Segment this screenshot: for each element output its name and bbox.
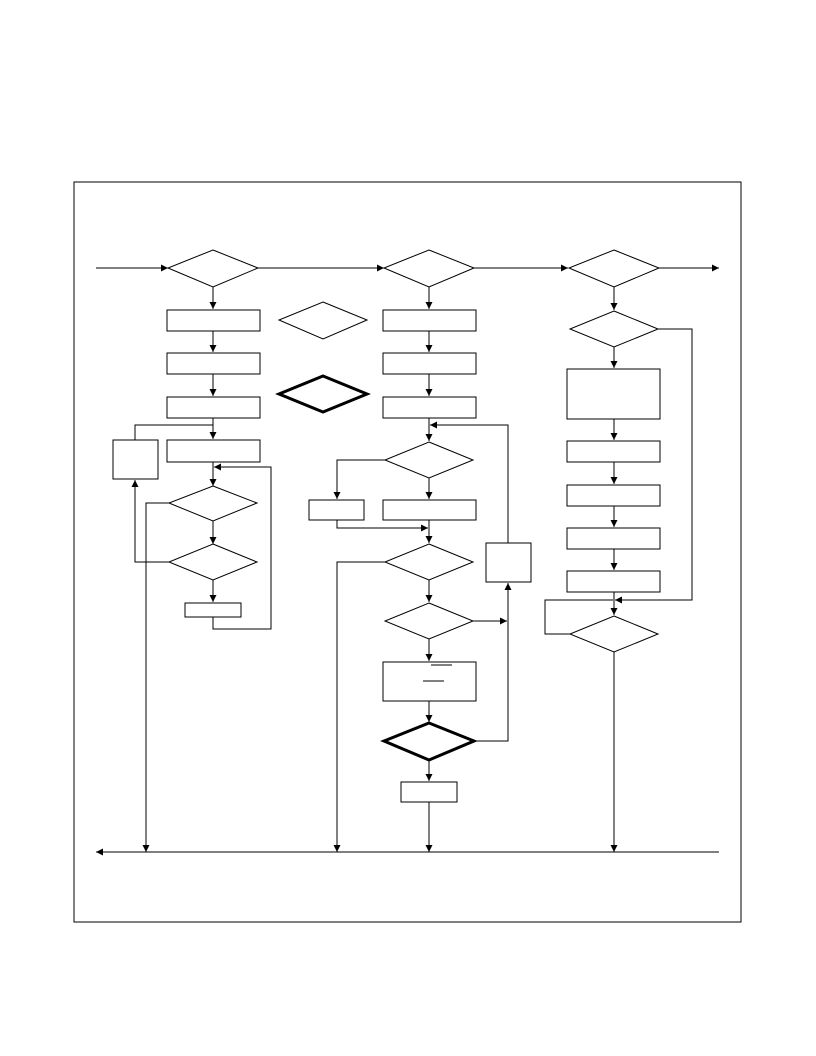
decision-diamond — [382, 249, 476, 288]
side-process-box — [485, 542, 532, 583]
process-box — [382, 309, 477, 332]
process-box — [382, 396, 477, 419]
process-box-large — [566, 368, 661, 420]
connector — [336, 520, 428, 532]
process-box — [184, 602, 242, 618]
decision-diamond — [166, 249, 260, 288]
process-box — [566, 440, 661, 463]
process-box — [382, 499, 477, 521]
loop-connector — [430, 421, 509, 543]
decision-diamond — [568, 615, 660, 653]
bypass-connector — [615, 328, 693, 604]
process-box — [166, 396, 261, 419]
loop-connector — [131, 480, 169, 563]
side-process-box — [112, 439, 159, 480]
loop-connector — [474, 583, 512, 742]
decision-diamond — [167, 485, 259, 522]
decision-diamond — [567, 249, 661, 288]
loop-connector — [212, 463, 272, 630]
decision-diamond — [383, 543, 475, 581]
process-box — [166, 309, 261, 332]
exit-connector — [333, 561, 385, 852]
decision-diamond — [383, 441, 475, 479]
legend-diamond-bold — [275, 374, 371, 414]
process-box — [566, 484, 661, 507]
decision-diamond — [568, 310, 660, 348]
diagram-frame — [73, 181, 742, 923]
process-box — [566, 570, 661, 593]
decision-diamond — [383, 602, 475, 640]
exit-connector — [142, 502, 169, 852]
process-box — [166, 439, 261, 463]
process-box — [166, 352, 261, 375]
decision-diamond — [167, 543, 259, 581]
process-box-small — [400, 781, 458, 803]
legend-diamond — [277, 301, 369, 340]
connector — [134, 424, 213, 440]
process-box — [566, 527, 661, 550]
process-box-small — [308, 499, 365, 521]
loop-connector — [544, 599, 613, 635]
decision-diamond-bold — [380, 721, 478, 762]
process-box — [382, 352, 477, 375]
connector — [333, 459, 385, 499]
